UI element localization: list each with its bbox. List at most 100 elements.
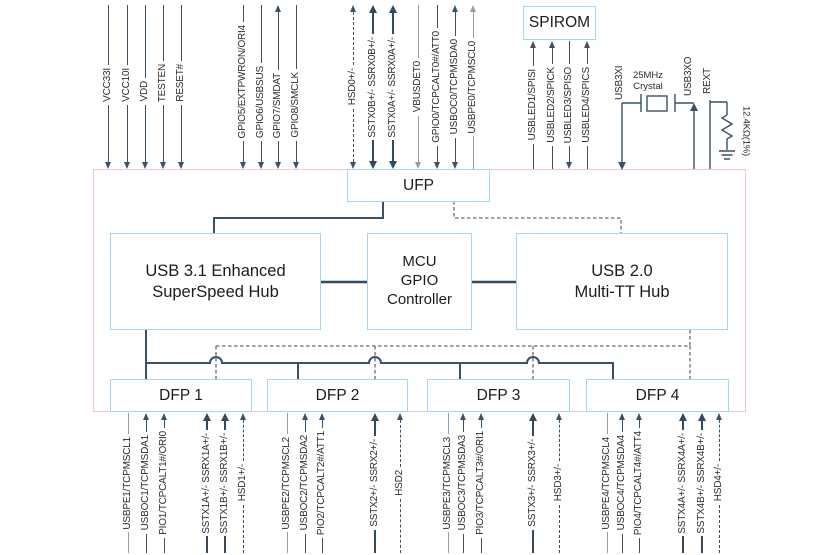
- signal-bottom-segment: [675, 536, 691, 553]
- arrow-up-icon: [203, 413, 211, 421]
- crystal-value-label: 25MHz Crystal: [632, 70, 664, 92]
- signal-bottom-segment: [631, 538, 647, 554]
- ufp-to-usb31-line: [213, 201, 384, 233]
- signal-testen: TESTEN: [155, 5, 171, 169]
- arrow-down-icon: [258, 162, 264, 169]
- signal-bottom-segment: [235, 504, 251, 554]
- signal-usboc4-tcpmsda4: USBOC4/TCPMSDA4: [614, 413, 630, 554]
- signal-label: USBLED1/SPISI: [527, 69, 538, 141]
- arrow-up-icon: [470, 5, 476, 12]
- signal-line: [352, 12, 354, 66]
- signal-line: [558, 504, 560, 554]
- signal-gpio5-extpwron-ori4: GPIO5/EXTPWRON/ORI4: [235, 5, 251, 169]
- signal-line: [321, 538, 323, 554]
- crystal-plates: [640, 94, 676, 112]
- resistor-value-label: 12.4KΩ(1%): [740, 106, 752, 156]
- arrow-down-icon: [160, 162, 166, 169]
- signal-label: SSTX4B+/- SSRX4B+/-: [696, 432, 707, 534]
- signal-line: [242, 141, 244, 162]
- signal-label: HSD2: [394, 470, 405, 496]
- signal-hsd4: HSD4+/-: [711, 413, 727, 554]
- signal-line: [436, 145, 438, 162]
- arrow-up-icon: [460, 413, 466, 420]
- signal-label: VCC10I: [121, 68, 132, 102]
- signal-bottom-segment: [440, 532, 456, 553]
- signal-usbpe3-tcpmscl3: USBPE3/TCPMSCL3: [440, 413, 456, 553]
- ufp-to-usb20-line: [453, 201, 622, 233]
- arrow-up-icon: [529, 413, 537, 421]
- signal-label: PIO2/TCPCALT2#/ATT1: [316, 430, 327, 536]
- signal-hsd2: HSD2: [392, 413, 408, 553]
- signal-line: [417, 115, 419, 163]
- signal-line: [586, 48, 588, 65]
- signal-label: USBLED2/SPICK: [546, 67, 557, 143]
- signal-top-segment: [137, 5, 153, 79]
- signal-usbpe0-tcpmscl0: USBPE0/TCPMSCL0: [465, 5, 481, 169]
- signal-vcc33i: VCC33I: [100, 5, 116, 169]
- arrow-down-icon: [369, 161, 377, 169]
- signal-bottom-segment: [270, 141, 286, 169]
- signal-line: [242, 504, 244, 554]
- signal-gpio7-smdat: GPIO7/SMDAT: [270, 5, 286, 169]
- arrow-up-icon: [389, 5, 397, 13]
- signal-line: [472, 12, 474, 38]
- signal-bottom-segment: [429, 145, 445, 169]
- arrow-down-icon: [434, 162, 440, 169]
- signal-label: GPIO0/TCPCALT0#/ATT0: [431, 31, 442, 143]
- arrow-down-icon: [124, 162, 130, 169]
- signal-label: HSD3+/-: [553, 464, 564, 502]
- usb3xi-arrow-icon: [618, 162, 626, 170]
- arrow-up-icon: [698, 413, 706, 421]
- signal-line: [606, 413, 608, 434]
- signal-bottom-segment: [614, 533, 630, 554]
- signal-bottom-segment: [100, 105, 116, 169]
- arrow-up-icon: [397, 413, 403, 420]
- signal-line: [206, 536, 208, 553]
- signal-line: [145, 533, 147, 554]
- signal-line: [206, 421, 208, 430]
- arrow-up-icon: [143, 413, 149, 420]
- signal-line: [144, 105, 146, 162]
- signal-line: [462, 420, 464, 433]
- signal-top-segment: [199, 413, 215, 430]
- signal-usbpe2-tcpmscl2: USBPE2/TCPMSCL2: [279, 413, 295, 553]
- signal-vbusdet0: VBUSDET0: [410, 5, 426, 170]
- signal-top-segment: [235, 413, 251, 462]
- signal-top-segment: [138, 413, 154, 433]
- signal-line: [701, 536, 703, 553]
- signal-line: [551, 145, 553, 170]
- signal-top-segment: [429, 5, 445, 29]
- signal-label: USBLED4/SPICS: [581, 67, 592, 143]
- signal-top-segment: [279, 413, 295, 434]
- signal-top-segment: [173, 5, 189, 62]
- signal-bottom-segment: [253, 141, 269, 169]
- signal-line: [568, 41, 570, 64]
- signal-top-segment: [365, 5, 381, 34]
- arrow-down-icon: [275, 162, 281, 169]
- arrow-down-icon: [178, 162, 184, 169]
- signal-top-segment: [297, 413, 313, 433]
- signal-line: [242, 5, 244, 22]
- signal-top-segment: [367, 413, 383, 437]
- signal-line: [532, 48, 534, 67]
- signal-line: [162, 5, 164, 61]
- signal-line: [718, 504, 720, 554]
- signal-usbpe1-tcpmscl1: USBPE1/TCPMSCL1: [120, 413, 136, 553]
- signal-bottom-segment: [365, 140, 381, 169]
- usb31-hub-label: USB 3.1 Enhanced SuperSpeed Hub: [145, 261, 286, 301]
- signal-label: GPIO7/SMDAT: [272, 72, 283, 138]
- ground-icon: [719, 150, 735, 160]
- signal-line: [126, 105, 128, 162]
- signal-top-segment: [410, 5, 426, 59]
- usb3xi-label: USB3XI: [614, 65, 625, 100]
- signal-line: [145, 420, 147, 433]
- signal-top-segment: [440, 413, 456, 434]
- arrow-up-icon: [161, 413, 167, 420]
- signal-top-segment: [631, 413, 647, 428]
- signal-top-segment: [525, 413, 541, 437]
- arrow-up-icon: [302, 413, 308, 420]
- signal-bottom-segment: [599, 532, 615, 553]
- signal-label: SSTX1B+/- SSRX1B+/-: [219, 432, 230, 534]
- arrow-up-icon: [275, 5, 281, 12]
